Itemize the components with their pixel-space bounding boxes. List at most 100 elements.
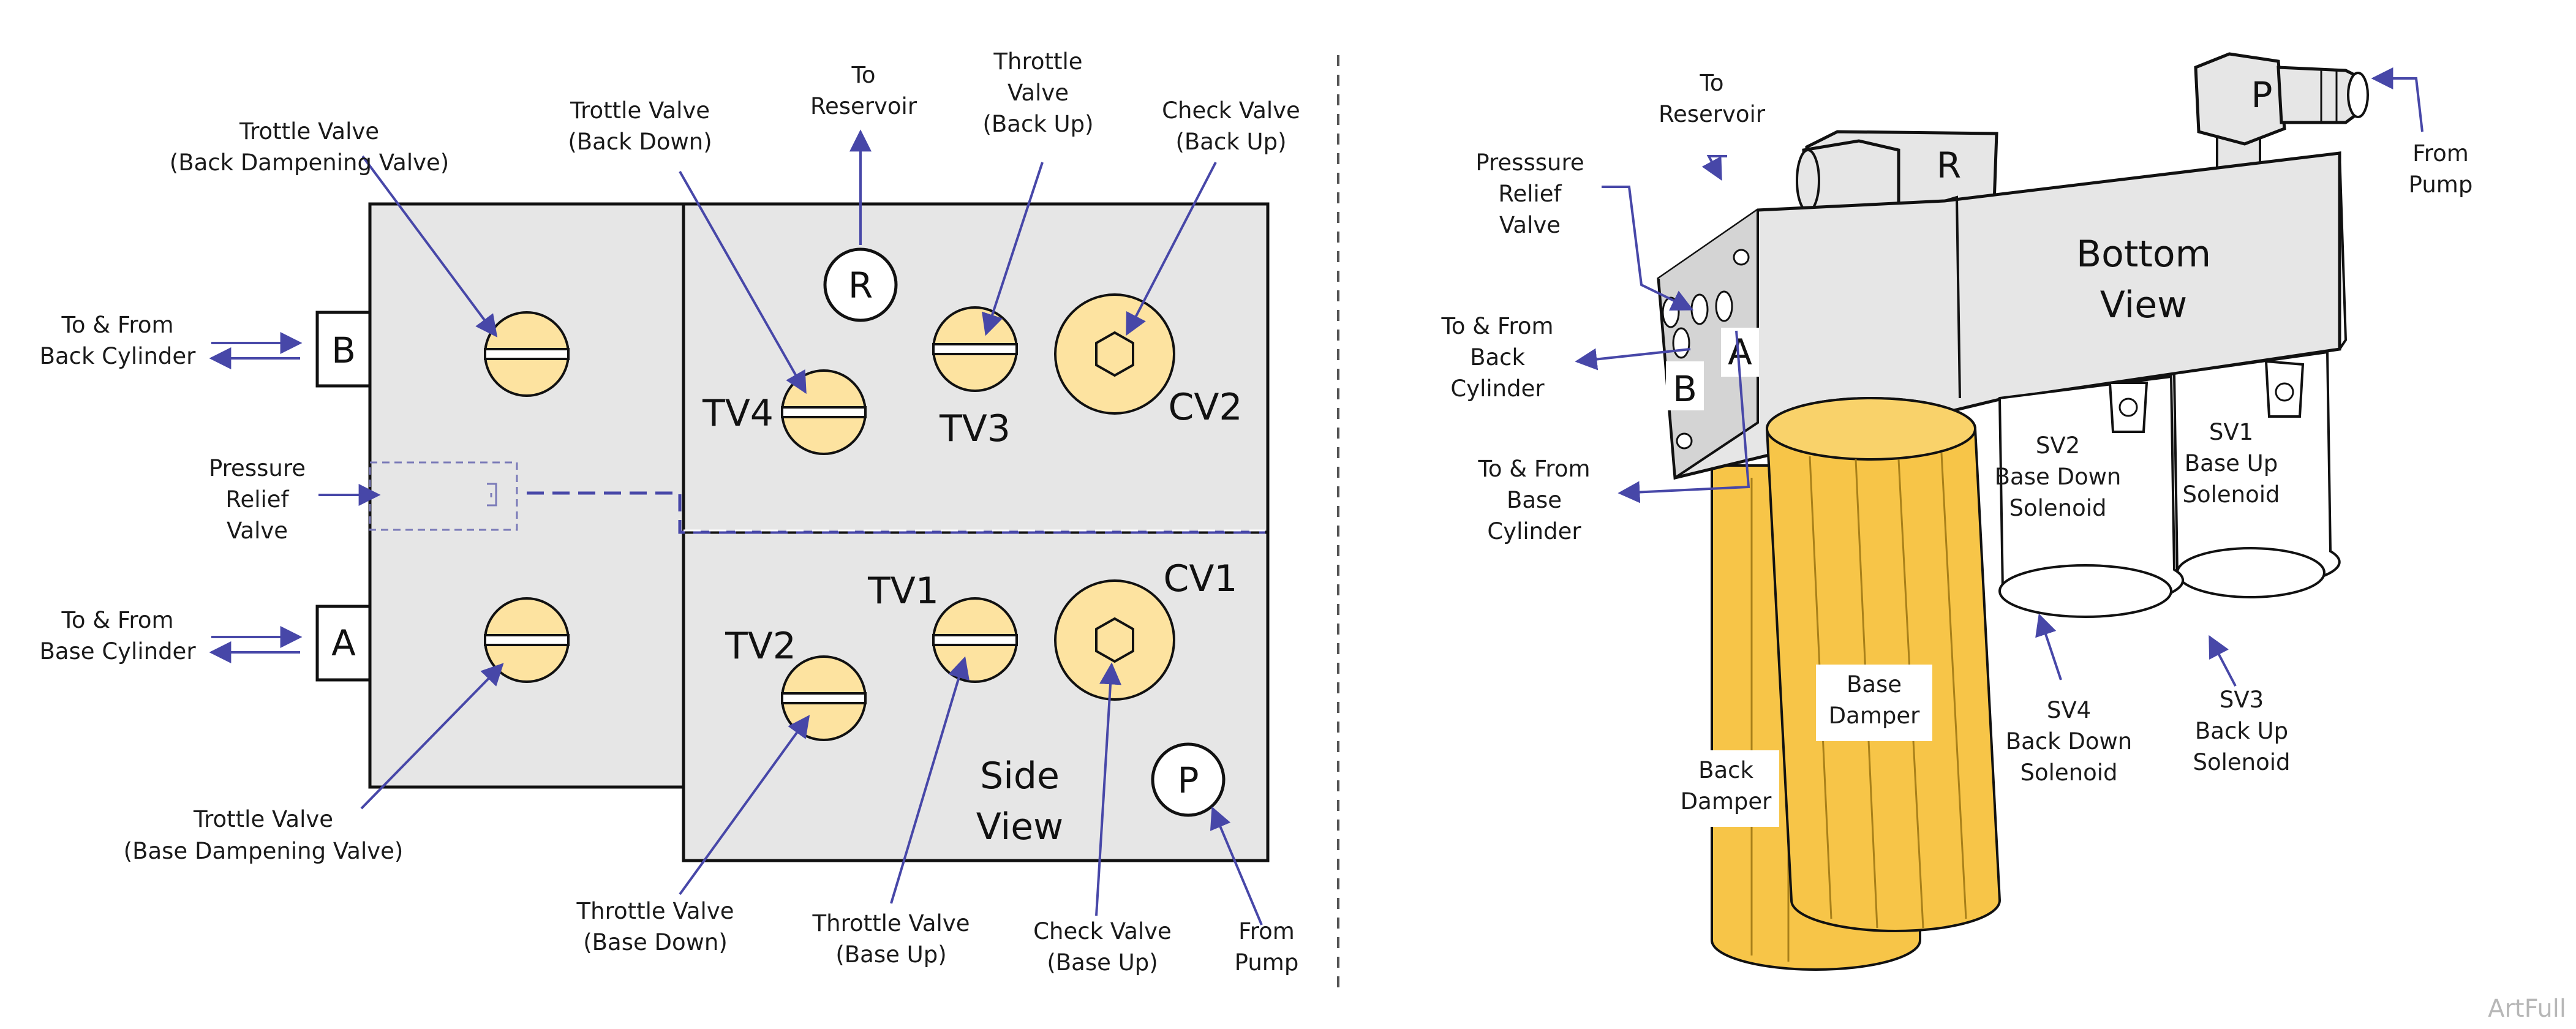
- tv2-valve: [781, 655, 867, 741]
- back-damper-tag: [1675, 750, 1779, 827]
- arrow-tv2: [679, 715, 810, 895]
- arrow-bottom-from-pump: [2371, 67, 2423, 132]
- arrow-back-damp: [361, 155, 498, 337]
- label-tv-back-up-1: Throttle: [993, 48, 1082, 75]
- label-tv-base-up-1: Throttle Valve: [812, 910, 970, 937]
- manifold-block: [1657, 151, 2348, 480]
- base-dampening-valve: [484, 597, 570, 683]
- tv4-code: TV4: [702, 392, 774, 435]
- b-label-sv1-1: SV1: [2209, 419, 2253, 445]
- b-label-reservoir-2: Reservoir: [1659, 101, 1766, 127]
- b-label-sv3-1: SV3: [2220, 687, 2264, 713]
- port-r-circle: [823, 247, 898, 322]
- label-tv-back-up-3: (Back Up): [982, 111, 1093, 137]
- label-cv-base-up-2: (Base Up): [1047, 949, 1158, 976]
- port-p-label: P: [1178, 760, 1199, 801]
- label-reservoir-1: To: [851, 62, 876, 88]
- tv1-valve: [932, 597, 1018, 683]
- bottom-port-b-label: B: [1673, 368, 1697, 410]
- tv3-valve: [932, 306, 1018, 392]
- cv1-check-valve: [1054, 579, 1175, 701]
- port-a-label: A: [331, 622, 356, 664]
- tv2-code: TV2: [725, 625, 796, 668]
- port-b-tag: [1666, 361, 1704, 410]
- bottom-view-title-1: Bottom: [2076, 233, 2211, 276]
- back-dampening-valve: [484, 311, 570, 397]
- arrow-base-damp: [360, 663, 504, 810]
- sv1-solenoid: [2172, 350, 2341, 598]
- label-relief-3: Valve: [227, 518, 288, 544]
- b-label-back-damper-2: Damper: [1681, 788, 1772, 815]
- b-label-base-cyl-1: To & From: [1478, 456, 1591, 482]
- arrow-bottom-relief: [1602, 186, 1694, 311]
- label-tv-base-down-1: Throttle Valve: [576, 898, 734, 924]
- label-relief-2: Relief: [225, 486, 289, 513]
- bottom-view: P R A B Bottom View: [1441, 52, 2472, 971]
- b-label-relief-3: Valve: [1499, 212, 1561, 238]
- arrow-sv3: [2209, 635, 2237, 687]
- arrow-bottom-reservoir: [1701, 155, 1727, 181]
- port-b-label: B: [331, 330, 356, 371]
- label-back-damp-1: Trottle Valve: [239, 118, 379, 145]
- b-label-sv1-2: Base Up: [2185, 450, 2278, 477]
- base-damper: [1765, 397, 2002, 932]
- relief-valve-symbol: [487, 483, 497, 507]
- label-from-pump-2: Pump: [1235, 949, 1299, 976]
- label-tv-base-up-2: (Base Up): [835, 941, 946, 968]
- b-label-back-cyl-1: To & From: [1441, 313, 1554, 339]
- side-view: B A R P: [39, 48, 1300, 976]
- label-tv-back-up-2: Valve: [1007, 80, 1069, 106]
- arrow-cv1: [1095, 662, 1121, 916]
- b-label-base-cyl-2: Base: [1507, 487, 1562, 513]
- b-label-base-damper-2: Damper: [1829, 703, 1920, 729]
- label-back-cyl-1: To & From: [61, 312, 174, 338]
- b-label-sv3-2: Back Up: [2195, 718, 2288, 744]
- b-label-sv4-2: Back Down: [2006, 728, 2132, 755]
- arrow-bottom-base-cyl: [1618, 330, 1750, 503]
- arrow-bottom-back-cyl: [1575, 348, 1691, 371]
- port-p-circle: [1151, 742, 1226, 817]
- label-tv-back-down-2: (Back Down): [568, 129, 712, 155]
- b-label-sv2-1: SV2: [2036, 432, 2080, 459]
- b-label-pump-1: From: [2412, 140, 2469, 167]
- label-base-damp-1: Trottle Valve: [193, 806, 333, 832]
- label-base-cyl-2: Base Cylinder: [39, 638, 196, 665]
- b-label-back-damper-1: Back: [1698, 757, 1753, 783]
- arrow-cv2: [1126, 162, 1217, 336]
- b-label-sv3-3: Solenoid: [2193, 749, 2290, 775]
- port-a-box: [315, 605, 372, 682]
- b-label-sv1-3: Solenoid: [2182, 481, 2280, 508]
- label-tv-back-down-1: Trottle Valve: [570, 97, 710, 124]
- label-cv-back-up-2: (Back Up): [1175, 129, 1286, 155]
- label-from-pump-1: From: [1238, 918, 1295, 944]
- b-label-relief-1: Presssure: [1475, 149, 1584, 176]
- label-cv-back-up-1: Check Valve: [1162, 97, 1300, 124]
- bottom-view-title-2: View: [2100, 284, 2187, 326]
- cv2-check-valve: [1054, 293, 1175, 415]
- port-b-box: [315, 311, 372, 388]
- cv2-code: CV2: [1168, 386, 1242, 429]
- arrow-tv4: [679, 171, 807, 394]
- tv1-code: TV1: [867, 570, 939, 612]
- b-label-sv2-2: Base Down: [1995, 464, 2122, 490]
- arrow-tv3: [982, 162, 1044, 336]
- label-reservoir-2: Reservoir: [810, 93, 917, 119]
- base-damper-tag: [1816, 665, 1932, 741]
- cv1-code: CV1: [1163, 557, 1237, 600]
- side-view-title-2: View: [976, 805, 1063, 848]
- arrow-tv1: [890, 656, 970, 904]
- b-label-sv4-1: SV4: [2047, 697, 2091, 723]
- side-view-title-1: Side: [980, 755, 1060, 797]
- label-relief-1: Pressure: [209, 455, 306, 481]
- watermark: ArtFull: [2488, 995, 2566, 1023]
- left-block: [368, 202, 685, 789]
- b-label-sv4-3: Solenoid: [2020, 760, 2117, 786]
- label-base-cyl-1: To & From: [61, 607, 174, 633]
- b-label-base-cyl-3: Cylinder: [1487, 518, 1581, 545]
- arrow-sv4: [2035, 613, 2062, 680]
- tv4-valve: [781, 369, 867, 455]
- label-cv-base-up-1: Check Valve: [1033, 918, 1172, 944]
- tv3-code: TV3: [939, 407, 1011, 450]
